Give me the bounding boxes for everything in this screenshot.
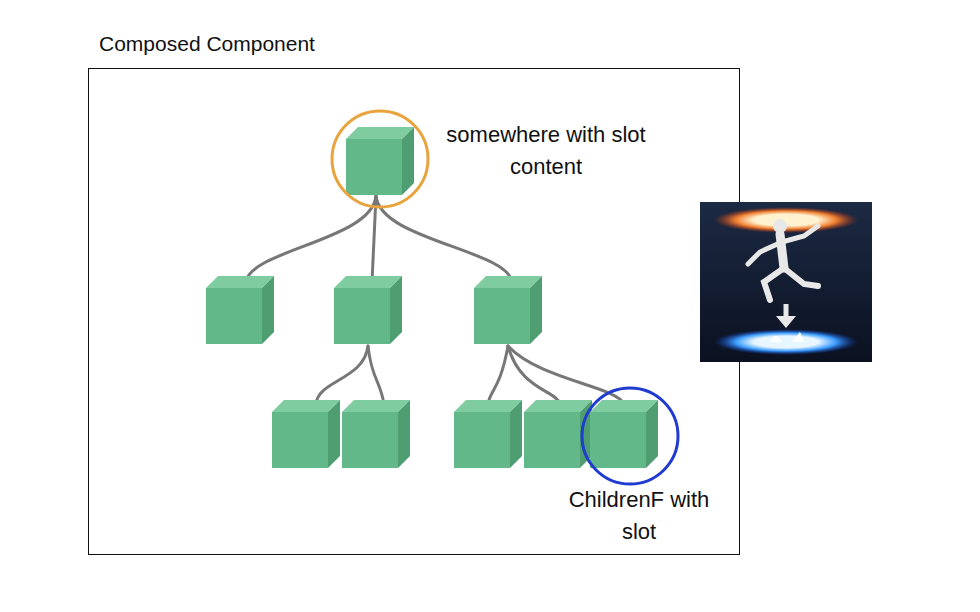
component-frame: Composed Componentsomewhere with slot co… — [88, 68, 740, 555]
portal-icon — [700, 202, 872, 362]
slot-caption: ChildrenF with slot — [559, 484, 719, 548]
slot-label: ChildrenF with slot — [559, 484, 719, 548]
slot-label: somewhere with slot content — [441, 119, 651, 183]
slot-caption: somewhere with slot content — [441, 119, 651, 183]
frame-title: Composed Component — [99, 29, 315, 59]
